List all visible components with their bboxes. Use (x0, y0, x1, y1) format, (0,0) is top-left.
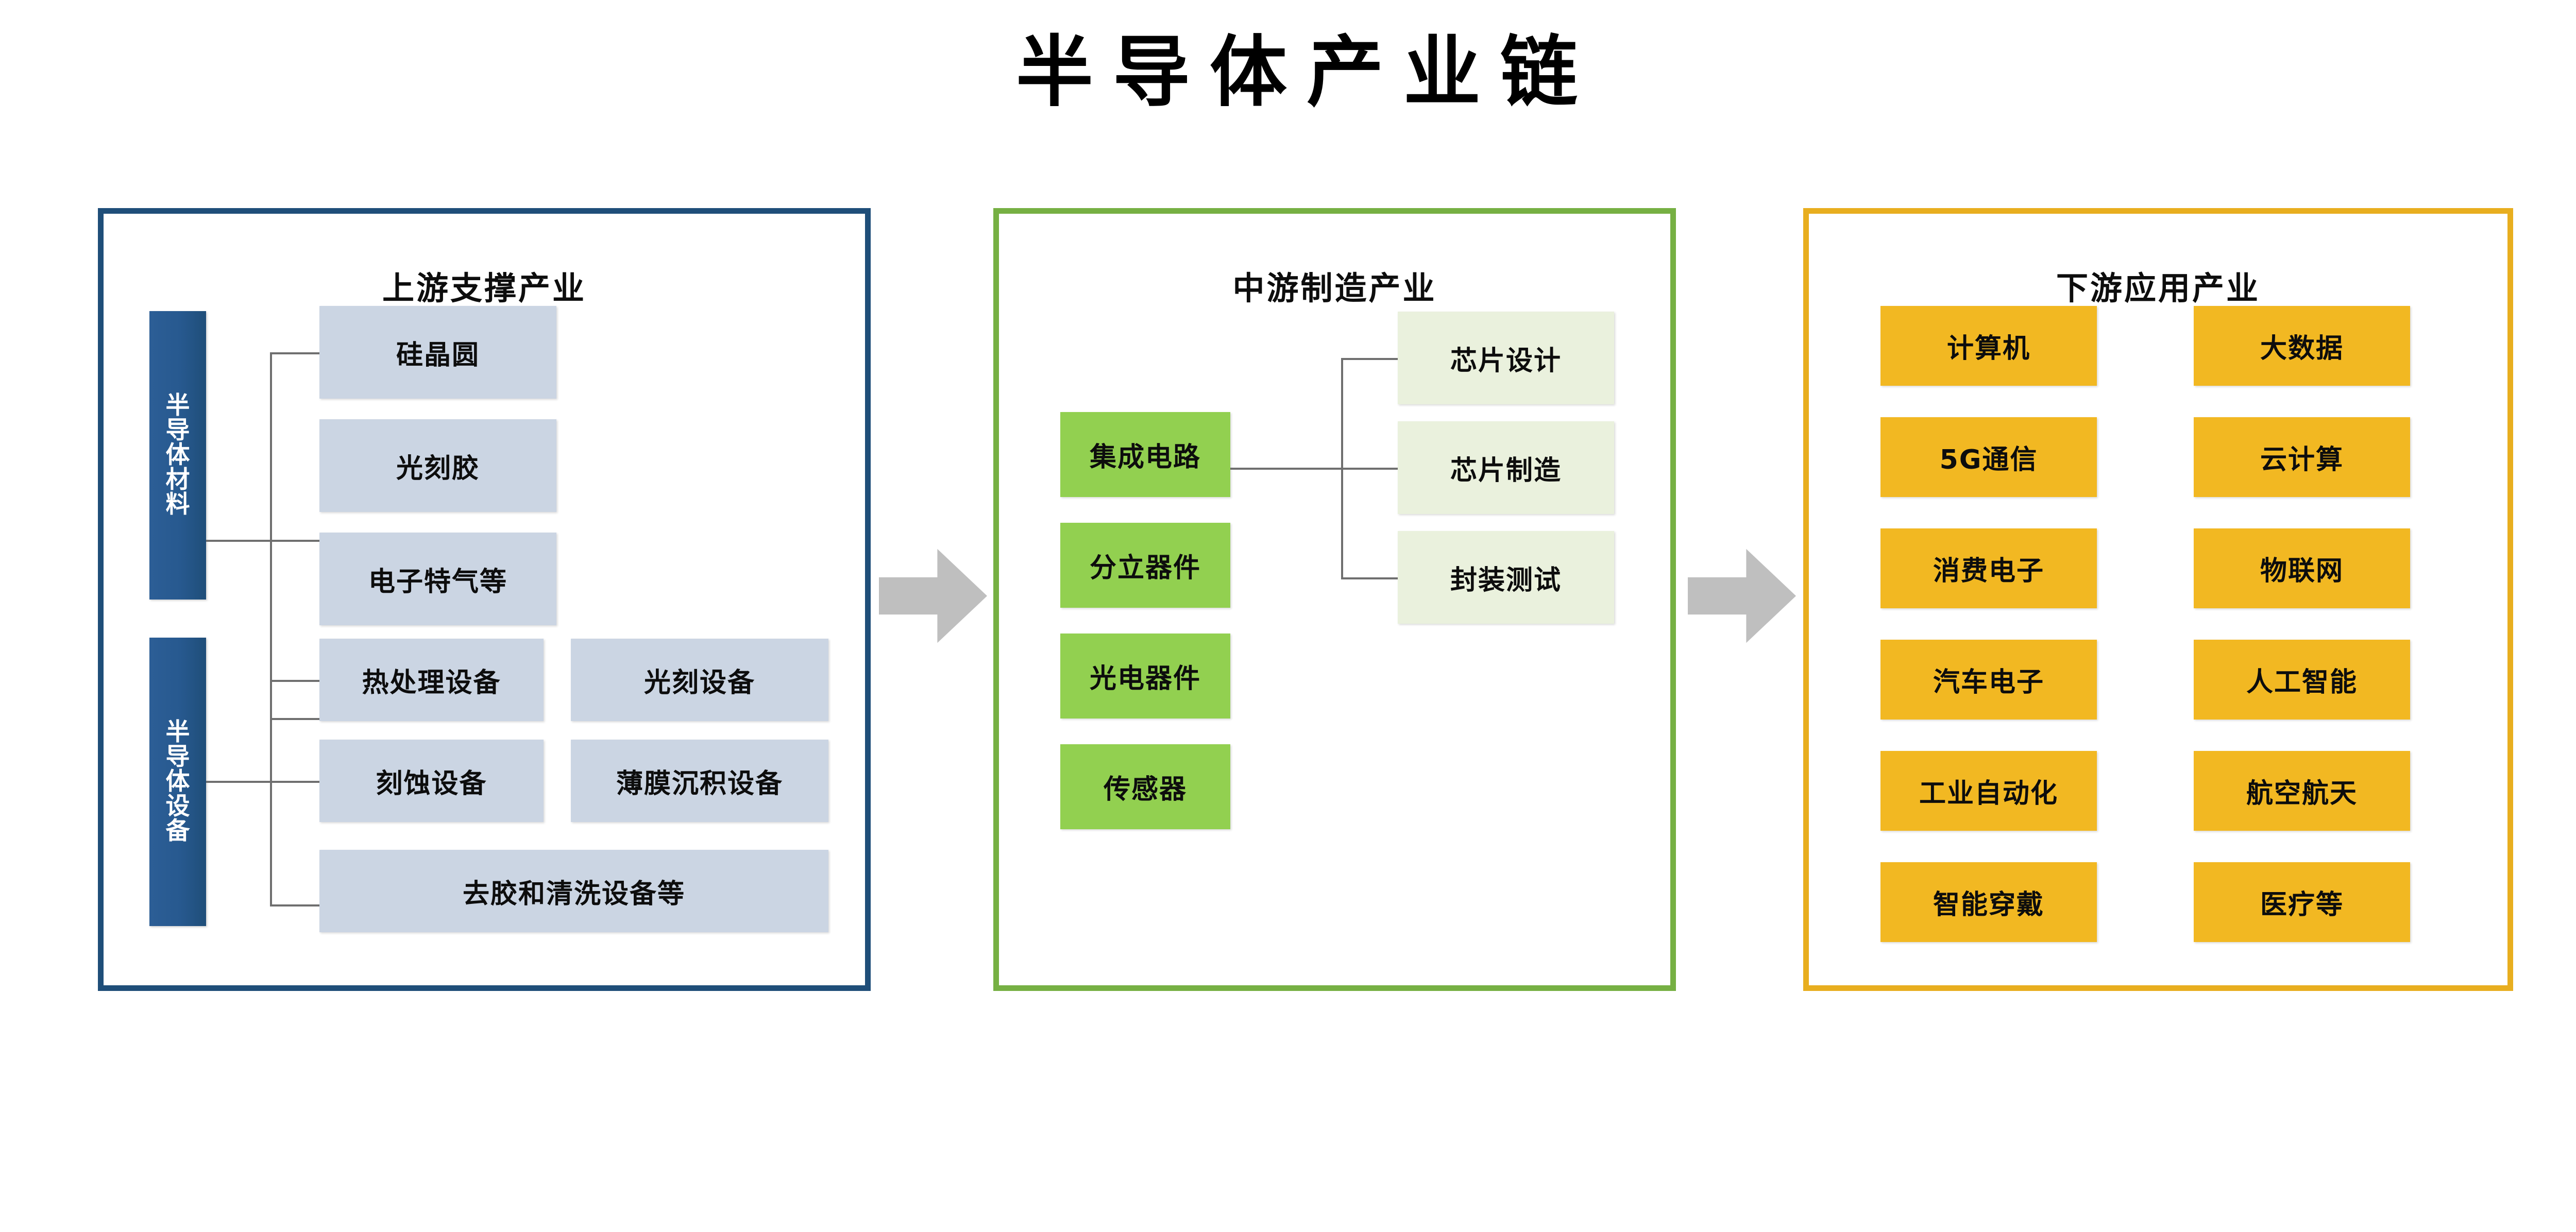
box-downstream-left-5[interactable]: 工业自动化 (1880, 751, 2097, 831)
connector-ic-branch-2 (1291, 468, 1398, 470)
box-upstream-material-3[interactable]: 电子特气等 (319, 533, 556, 625)
box-downstream-left-3[interactable]: 消费电子 (1880, 528, 2097, 608)
box-downstream-left-1[interactable]: 计算机 (1880, 306, 2097, 386)
box-downstream-right-5[interactable]: 航空航天 (2194, 751, 2410, 831)
connector-equipment-spine (270, 680, 272, 906)
box-upstream-equipment-4[interactable]: 薄膜沉积设备 (571, 740, 828, 822)
arrow-upstream-to-midstream (879, 549, 987, 643)
box-downstream-right-4[interactable]: 人工智能 (2194, 640, 2410, 720)
box-label: 医疗等 (2260, 889, 2344, 920)
panel-midstream-title: 中游制造产业 (1232, 269, 1437, 307)
box-label: 消费电子 (1933, 556, 2044, 587)
box-label: 5G通信 (1939, 444, 2038, 475)
box-midstream-primary-2[interactable]: 分立器件 (1060, 523, 1230, 608)
box-upstream-equipment-1[interactable]: 热处理设备 (319, 639, 544, 721)
group-bar-label: 半导体设备 (165, 718, 191, 845)
box-label: 计算机 (1946, 333, 2030, 364)
box-midstream-primary-3[interactable]: 光电器件 (1060, 634, 1230, 718)
box-upstream-material-1[interactable]: 硅晶圆 (319, 306, 556, 399)
box-label: 硅晶圆 (396, 339, 480, 371)
box-label: 芯片设计 (1450, 345, 1562, 377)
box-downstream-right-6[interactable]: 医疗等 (2194, 862, 2410, 942)
box-upstream-equipment-5[interactable]: 去胶和清洗设备等 (319, 850, 828, 932)
box-label: 薄膜沉积设备 (616, 768, 783, 799)
box-upstream-equipment-3[interactable]: 刻蚀设备 (319, 740, 544, 822)
group-bar-label: 半导体材料 (165, 391, 191, 519)
connector-ic-stub (1230, 468, 1291, 470)
box-label: 封装测试 (1450, 564, 1562, 596)
arrow-midstream-to-downstream (1688, 549, 1796, 643)
group-bar-semiconductor-equipment[interactable]: 半导体设备 (149, 638, 206, 926)
box-label: 光刻胶 (396, 453, 480, 484)
box-label: 工业自动化 (1919, 778, 2058, 809)
panel-upstream-title: 上游支撑产业 (382, 269, 586, 307)
box-label: 传感器 (1103, 774, 1187, 805)
box-midstream-primary-4[interactable]: 传感器 (1060, 744, 1230, 829)
panel-downstream-title: 下游应用产业 (2056, 269, 2260, 307)
connector-materials-stub (206, 540, 270, 542)
box-label: 电子特气等 (368, 566, 507, 597)
box-downstream-left-4[interactable]: 汽车电子 (1880, 640, 2097, 720)
box-label: 物联网 (2260, 556, 2344, 587)
page-title: 半导体产业链 (1015, 28, 1597, 117)
box-label: 芯片制造 (1450, 455, 1562, 486)
connector-materials-spine (270, 352, 272, 720)
box-label: 智能穿戴 (1933, 889, 2044, 920)
box-midstream-primary-1[interactable]: 集成电路 (1060, 412, 1230, 497)
box-label: 光刻设备 (643, 667, 755, 698)
box-label: 人工智能 (2246, 667, 2358, 698)
connector-equipment-stub (206, 781, 270, 783)
box-label: 汽车电子 (1933, 667, 2044, 698)
box-downstream-left-2[interactable]: 5G通信 (1880, 417, 2097, 497)
connector-ic-branch-1 (1341, 358, 1398, 360)
connector-ic-branch-3 (1341, 577, 1398, 579)
box-downstream-right-3[interactable]: 物联网 (2194, 528, 2410, 608)
box-label: 光电器件 (1089, 663, 1201, 694)
box-label: 去胶和清洗设备等 (462, 878, 685, 910)
box-label: 集成电路 (1089, 442, 1201, 473)
box-label: 热处理设备 (362, 667, 501, 698)
box-upstream-material-2[interactable]: 光刻胶 (319, 419, 556, 512)
box-label: 航空航天 (2246, 778, 2358, 809)
box-label: 分立器件 (1089, 553, 1201, 584)
box-downstream-left-6[interactable]: 智能穿戴 (1880, 862, 2097, 942)
box-midstream-secondary-2[interactable]: 芯片制造 (1398, 421, 1614, 514)
box-downstream-right-1[interactable]: 大数据 (2194, 306, 2410, 386)
box-downstream-right-2[interactable]: 云计算 (2194, 417, 2410, 497)
box-midstream-secondary-1[interactable]: 芯片设计 (1398, 312, 1614, 404)
box-label: 云计算 (2260, 444, 2344, 475)
box-label: 刻蚀设备 (376, 768, 487, 799)
box-label: 大数据 (2260, 333, 2344, 364)
box-upstream-equipment-2[interactable]: 光刻设备 (571, 639, 828, 721)
box-midstream-secondary-3[interactable]: 封装测试 (1398, 531, 1614, 624)
group-bar-semiconductor-materials[interactable]: 半导体材料 (149, 311, 206, 600)
